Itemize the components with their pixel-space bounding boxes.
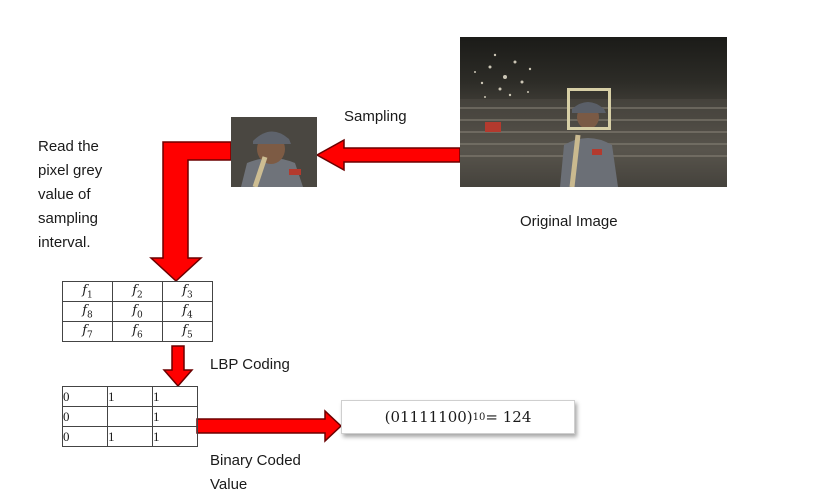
read-pixel-line: Read the bbox=[38, 138, 99, 155]
neighborhood-grid: f1 f2 f3 f8 f0 f4 f7 f6 f5 bbox=[62, 281, 213, 342]
grid-cell: f4 bbox=[162, 301, 213, 322]
grid-cell: f8 bbox=[62, 301, 113, 322]
binary-grid: 0 1 1 0 1 0 1 1 bbox=[62, 386, 198, 447]
read-pixel-line: sampling bbox=[38, 210, 99, 227]
sampling-arrow bbox=[315, 138, 461, 172]
lbp-coding-arrow bbox=[162, 345, 194, 388]
grid-cell: f6 bbox=[112, 321, 163, 342]
grid-cell: f3 bbox=[162, 281, 213, 302]
grid-row: 0 1 bbox=[62, 406, 198, 427]
read-pixel-line: pixel grey bbox=[38, 162, 103, 179]
read-pixel-line: interval. bbox=[38, 234, 91, 251]
grid-cell: 0 bbox=[62, 406, 108, 427]
grid-cell: f5 bbox=[162, 321, 213, 342]
grid-cell: 1 bbox=[152, 406, 198, 427]
grid-cell: 1 bbox=[107, 426, 153, 447]
result-box: (01111100)10 = 124 bbox=[341, 400, 575, 434]
face-detection-box bbox=[567, 88, 611, 130]
grid-cell: 1 bbox=[107, 386, 153, 407]
lbp-coding-label: LBP Coding bbox=[210, 356, 290, 373]
sampling-label: Sampling bbox=[344, 108, 407, 125]
binary-coded-line: Binary Coded bbox=[210, 452, 301, 469]
original-image bbox=[460, 37, 727, 187]
grid-cell: 1 bbox=[152, 426, 198, 447]
grid-cell: f1 bbox=[62, 281, 113, 302]
result-binary: (01111100) bbox=[384, 408, 473, 426]
grid-row: f8 f0 f4 bbox=[62, 301, 213, 322]
grid-cell: 0 bbox=[62, 386, 108, 407]
result-base: 10 bbox=[472, 411, 486, 423]
original-image-label: Original Image bbox=[520, 213, 618, 230]
grid-cell bbox=[107, 406, 153, 427]
sampled-image bbox=[231, 117, 317, 187]
grid-cell: f2 bbox=[112, 281, 163, 302]
binary-coded-line: Value bbox=[210, 476, 248, 493]
result-value: = 124 bbox=[485, 408, 532, 426]
grid-row: f1 f2 f3 bbox=[62, 281, 213, 302]
grid-cell: f0 bbox=[112, 301, 163, 322]
read-pixel-label: Read the pixel grey value of sampling in… bbox=[38, 135, 102, 255]
binary-coded-arrow bbox=[196, 409, 343, 443]
grid-cell: 1 bbox=[152, 386, 198, 407]
read-pixel-arrow bbox=[149, 141, 232, 283]
stadium-scene bbox=[460, 53, 727, 187]
binary-coded-label: Binary Coded Value bbox=[210, 449, 301, 497]
read-pixel-line: value of bbox=[38, 186, 91, 203]
fireworks bbox=[474, 53, 532, 98]
grid-cell: f7 bbox=[62, 321, 113, 342]
grid-row: f7 f6 f5 bbox=[62, 321, 213, 342]
grid-cell: 0 bbox=[62, 426, 108, 447]
sampled-face bbox=[231, 117, 317, 187]
grid-row: 0 1 1 bbox=[62, 386, 198, 407]
grid-row: 0 1 1 bbox=[62, 426, 198, 447]
player-figure bbox=[560, 102, 618, 187]
